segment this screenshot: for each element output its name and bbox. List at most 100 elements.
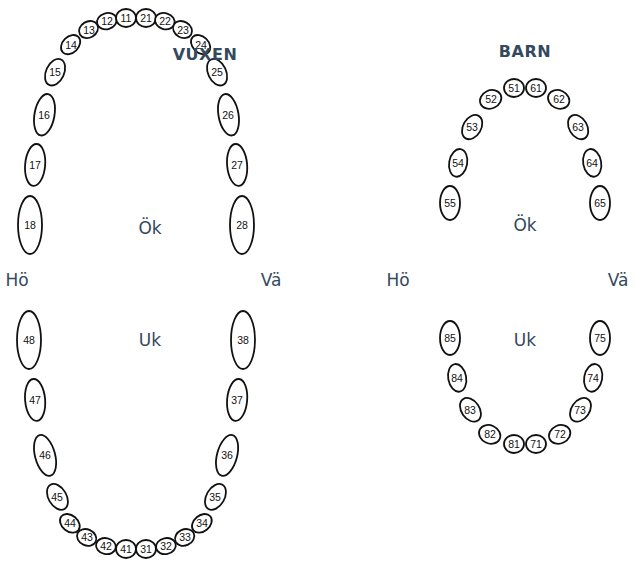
tooth-node: 52 xyxy=(479,89,502,110)
tooth-number: 65 xyxy=(594,198,606,209)
tooth-number: 41 xyxy=(120,544,132,555)
tooth-number: 12 xyxy=(101,16,113,27)
tooth-number: 51 xyxy=(508,83,520,94)
tooth-node: 11 xyxy=(115,8,137,28)
tooth-number: 53 xyxy=(466,122,478,133)
tooth-node: 23 xyxy=(172,20,193,39)
tooth-number: 81 xyxy=(508,439,520,450)
region-label: Hö xyxy=(386,272,409,289)
tooth-ellipse xyxy=(136,540,156,558)
region-label: Uk xyxy=(139,332,161,349)
tooth-number: 48 xyxy=(23,335,35,346)
tooth-node: 28 xyxy=(229,195,255,255)
tooth-number: 63 xyxy=(572,122,584,133)
tooth-number: 33 xyxy=(179,532,191,543)
tooth-number: 35 xyxy=(209,492,221,503)
tooth-ellipse xyxy=(200,480,230,513)
tooth-ellipse xyxy=(230,196,254,254)
tooth-number: 74 xyxy=(587,373,599,384)
tooth-number: 34 xyxy=(196,518,208,529)
tooth-ellipse xyxy=(477,86,505,112)
tooth-node: 82 xyxy=(478,424,501,445)
tooth-node: 33 xyxy=(174,528,195,547)
tooth-ellipse xyxy=(446,363,469,394)
tooth-node: 62 xyxy=(547,89,570,110)
tooth-number: 46 xyxy=(39,450,51,461)
tooth-ellipse xyxy=(212,432,242,478)
tooth-number: 21 xyxy=(140,13,152,24)
tooth-node: 35 xyxy=(204,483,227,511)
tooth-ellipse xyxy=(447,148,470,179)
tooth-node: 13 xyxy=(78,20,99,39)
tooth-number: 45 xyxy=(51,492,63,503)
tooth-ellipse xyxy=(440,186,460,220)
tooth-ellipse xyxy=(17,311,41,369)
tooth-ellipse xyxy=(41,55,69,88)
tooth-number: 23 xyxy=(177,25,189,36)
tooth-ellipse xyxy=(504,435,524,453)
tooth-number: 62 xyxy=(553,94,565,105)
tooth-node: 31 xyxy=(135,539,157,559)
tooth-number: 25 xyxy=(211,67,223,78)
tooth-number: 22 xyxy=(159,16,171,27)
tooth-number: 37 xyxy=(231,395,243,406)
tooth-node: 53 xyxy=(461,114,483,140)
tooth-node: 38 xyxy=(230,310,256,370)
tooth-ellipse xyxy=(95,536,118,556)
region-label: Uk xyxy=(514,332,536,349)
tooth-node: 64 xyxy=(582,148,602,178)
tooth-ellipse xyxy=(440,321,460,355)
tooth-node: 61 xyxy=(525,78,547,98)
tooth-ellipse xyxy=(18,196,42,254)
tooth-number: 84 xyxy=(451,373,463,384)
tooth-number: 13 xyxy=(83,25,95,36)
tooth-ellipse xyxy=(504,79,524,97)
tooth-ellipse xyxy=(455,394,485,426)
tooth-ellipse xyxy=(225,378,249,422)
tooth-ellipse xyxy=(546,421,574,447)
tooth-node: 73 xyxy=(569,397,592,423)
tooth-node: 48 xyxy=(16,310,42,370)
tooth-ellipse xyxy=(116,540,136,558)
tooth-number: 71 xyxy=(530,439,542,450)
tooth-node: 43 xyxy=(76,528,97,547)
chart-heading: BARN xyxy=(499,44,551,60)
tooth-ellipse xyxy=(214,93,241,138)
tooth-node: 18 xyxy=(17,195,43,255)
tooth-number: 54 xyxy=(452,158,464,169)
tooth-number: 18 xyxy=(24,220,36,231)
tooth-ellipse xyxy=(95,10,119,31)
tooth-ellipse xyxy=(476,421,504,447)
tooth-number: 52 xyxy=(485,94,497,105)
tooth-number: 15 xyxy=(49,67,61,78)
tooth-number: 82 xyxy=(484,429,496,440)
tooth-node: 41 xyxy=(115,539,137,559)
tooth-number: 42 xyxy=(100,541,112,552)
tooth-ellipse xyxy=(458,111,487,143)
tooth-node: 71 xyxy=(525,434,547,454)
tooth-node: 37 xyxy=(226,378,248,422)
tooth-ellipse xyxy=(526,79,546,97)
tooth-ellipse xyxy=(231,311,255,369)
tooth-number: 36 xyxy=(221,450,233,461)
tooth-ellipse xyxy=(581,148,604,179)
region-label: Ök xyxy=(513,217,536,234)
tooth-node: 65 xyxy=(589,185,611,221)
tooth-ellipse xyxy=(582,363,605,394)
tooth-number: 17 xyxy=(29,160,41,171)
tooth-ellipse xyxy=(526,435,546,453)
tooth-number: 38 xyxy=(237,335,249,346)
tooth-number: 73 xyxy=(574,405,586,416)
tooth-ellipse xyxy=(565,394,595,426)
tooth-node: 55 xyxy=(439,185,461,221)
tooth-node: 51 xyxy=(503,78,525,98)
tooth-node: 36 xyxy=(215,434,239,477)
tooth-number: 64 xyxy=(586,158,598,169)
tooth-number: 14 xyxy=(65,40,77,51)
tooth-ellipse xyxy=(590,186,610,220)
tooth-ellipse xyxy=(564,111,593,143)
tooth-number: 11 xyxy=(121,13,132,24)
tooth-number: 27 xyxy=(231,160,243,171)
region-label: Vä xyxy=(261,272,282,289)
